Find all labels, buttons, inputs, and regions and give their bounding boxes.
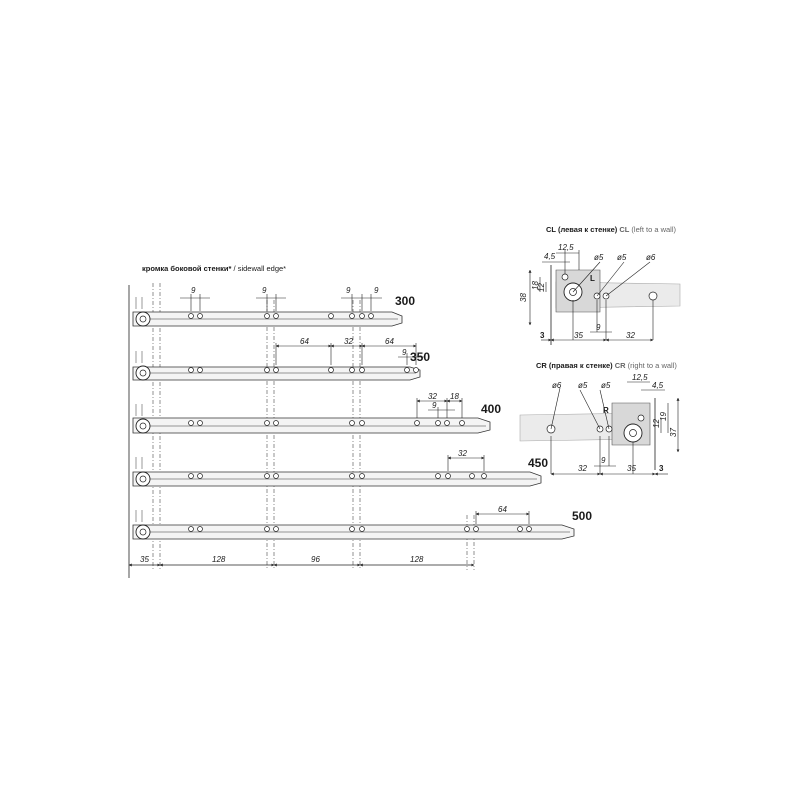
detail-cr-dim-12: 12 bbox=[652, 419, 661, 428]
detail-cl-phi6: ø6 bbox=[646, 253, 656, 262]
detail-cr-dim-37: 37 bbox=[669, 428, 678, 437]
dim-32-a: 32 bbox=[344, 337, 353, 346]
rail-300: 9 9 9 9 300 bbox=[132, 286, 415, 327]
detail-cr-dim-19: 19 bbox=[659, 412, 668, 421]
detail-cl-dim-12-5: 12,5 bbox=[558, 243, 574, 252]
detail-cl-dim-18: 18 bbox=[531, 281, 540, 290]
detail-cr-phi6: ø6 bbox=[552, 381, 562, 390]
detail-cl-title: CL (левая к стенке) CL (left to a wall) bbox=[546, 225, 677, 234]
detail-cl-dim-9: 9 bbox=[596, 323, 601, 332]
detail-cl-dim-4-5: 4,5 bbox=[544, 252, 556, 261]
dim-9-a: 9 bbox=[191, 286, 196, 295]
rail-length-450: 450 bbox=[528, 456, 548, 470]
detail-cl-dim-12: 12 bbox=[537, 283, 546, 292]
bottom-dimension-chain: 35 128 96 128 bbox=[128, 555, 475, 567]
detail-cr-dim-3: 3 bbox=[659, 464, 664, 473]
detail-cl-dim-35: 35 bbox=[574, 331, 583, 340]
detail-cr: CR (правая к стенке) CR (right to a wall… bbox=[519, 361, 680, 476]
detail-cl-mark-L: L bbox=[590, 274, 595, 283]
detail-cr-dim-32: 32 bbox=[578, 464, 587, 473]
dim-9-f: 9 bbox=[432, 401, 437, 410]
detail-cl-dim-38: 38 bbox=[519, 293, 528, 302]
dim-9-b: 9 bbox=[262, 286, 267, 295]
rail-length-400: 400 bbox=[481, 402, 501, 416]
detail-cr-dim-9: 9 bbox=[601, 456, 606, 465]
dim-32-c: 32 bbox=[458, 449, 467, 458]
rail-length-300: 300 bbox=[395, 294, 415, 308]
rail-350: 64 32 64 9 350 bbox=[132, 337, 430, 381]
dim-64-b: 64 bbox=[385, 337, 394, 346]
dim-9-d: 9 bbox=[374, 286, 379, 295]
detail-cr-dim-35: 35 bbox=[627, 464, 636, 473]
detail-cl: CL (левая к стенке) CL (left to a wall) … bbox=[519, 225, 681, 345]
detail-cl-phi5-b: ø5 bbox=[617, 253, 627, 262]
rails-drawing: кромка боковой стенки* / sidewall edge* bbox=[128, 264, 592, 578]
dim-9-c: 9 bbox=[346, 286, 351, 295]
rail-length-500: 500 bbox=[572, 509, 592, 523]
sidewall-edge-caption: кромка боковой стенки* / sidewall edge* bbox=[142, 264, 286, 273]
detail-cr-phi5-a: ø5 bbox=[578, 381, 588, 390]
dim-9-e: 9 bbox=[402, 348, 407, 357]
dim-128-a: 128 bbox=[212, 555, 226, 564]
dim-64-a: 64 bbox=[300, 337, 309, 346]
dim-32-b: 32 bbox=[428, 392, 437, 401]
detail-cr-dim-12-5: 12,5 bbox=[632, 373, 648, 382]
rail-450: 32 450 bbox=[132, 449, 548, 487]
dim-64-c: 64 bbox=[498, 505, 507, 514]
rail-400: 32 18 9 400 bbox=[132, 392, 501, 434]
detail-cr-phi5-b: ø5 bbox=[601, 381, 611, 390]
rail-length-350: 350 bbox=[410, 350, 430, 364]
detail-cr-mark-R: R bbox=[603, 406, 609, 415]
rail-500: 64 500 bbox=[132, 505, 592, 540]
dim-128-b: 128 bbox=[410, 555, 424, 564]
detail-cr-title: CR (правая к стенке) CR (right to a wall… bbox=[536, 361, 677, 370]
dim-35: 35 bbox=[140, 555, 149, 564]
detail-cl-dim-3: 3 bbox=[540, 331, 545, 340]
dim-18: 18 bbox=[450, 392, 459, 401]
detail-cl-phi5-a: ø5 bbox=[594, 253, 604, 262]
detail-cl-dim-32: 32 bbox=[626, 331, 635, 340]
dim-96: 96 bbox=[311, 555, 320, 564]
detail-cr-dim-4-5: 4,5 bbox=[652, 381, 664, 390]
